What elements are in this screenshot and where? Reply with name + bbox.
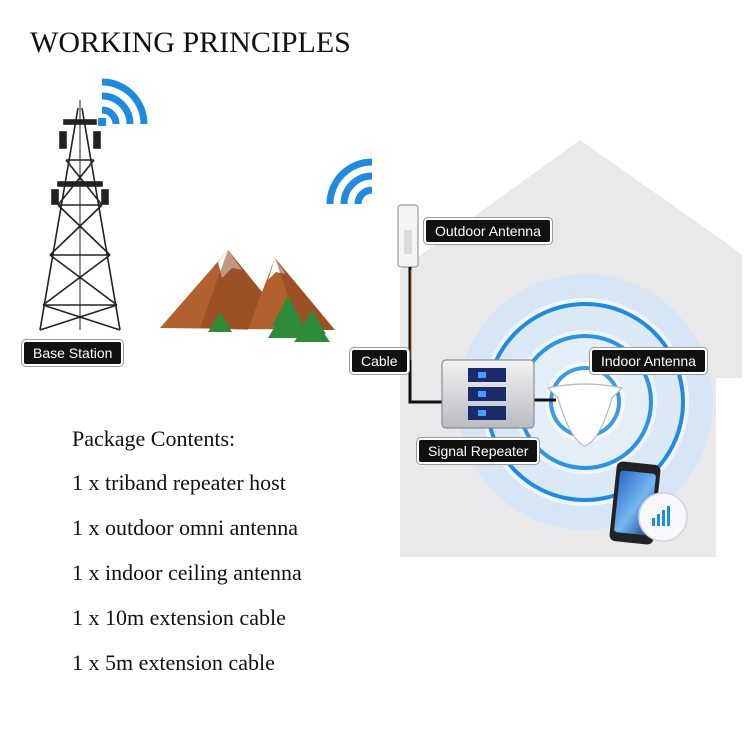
page-title: WORKING PRINCIPLES	[30, 26, 351, 59]
package-heading: Package Contents:	[72, 426, 236, 451]
label-base-station: Base Station	[22, 340, 124, 366]
signal-tower-icon	[39, 100, 121, 331]
label-cable: Cable	[350, 348, 409, 374]
antenna-icon	[397, 204, 419, 268]
label-indoor-antenna: Indoor Antenna	[590, 348, 707, 374]
list-item: 1 x 5m extension cable	[72, 650, 275, 675]
list-item: 1 x outdoor omni antenna	[72, 515, 299, 540]
label-outdoor-antenna: Outdoor Antenna	[424, 218, 552, 244]
package-contents: Package Contents: 1 x triband repeater h…	[72, 425, 302, 694]
cable	[408, 267, 556, 404]
label-signal-repeater: Signal Repeater	[417, 438, 540, 464]
wifi-icon	[326, 158, 373, 205]
signal-bars-icon	[638, 492, 688, 542]
ceiling-antenna-icon	[546, 383, 624, 447]
repeater-icon	[441, 359, 535, 429]
list-item: 1 x 10m extension cable	[72, 605, 286, 630]
wifi-icon	[98, 78, 148, 126]
package-list: 1 x triband repeater host 1 x outdoor om…	[72, 469, 302, 694]
tree-icon	[208, 296, 330, 342]
list-item: 1 x triband repeater host	[72, 470, 286, 495]
list-item: 1 x indoor ceiling antenna	[72, 560, 302, 585]
